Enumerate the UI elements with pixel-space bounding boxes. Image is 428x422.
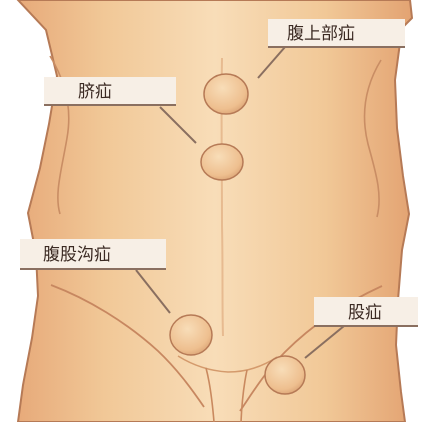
femoral-hernia-label: 股疝 xyxy=(348,303,382,323)
upper-abdominal-hernia-label: 腹上部疝 xyxy=(287,24,355,44)
femoral-hernia-bulge xyxy=(265,356,305,394)
inguinal-hernia-label: 腹股沟疝 xyxy=(43,245,111,265)
upper-abdominal-hernia-bulge xyxy=(204,74,248,114)
umbilical-hernia-bulge xyxy=(201,144,243,180)
torso-skin xyxy=(18,0,412,422)
inguinal-hernia-bulge xyxy=(170,315,212,355)
umbilical-hernia-label: 脐疝 xyxy=(78,82,112,102)
